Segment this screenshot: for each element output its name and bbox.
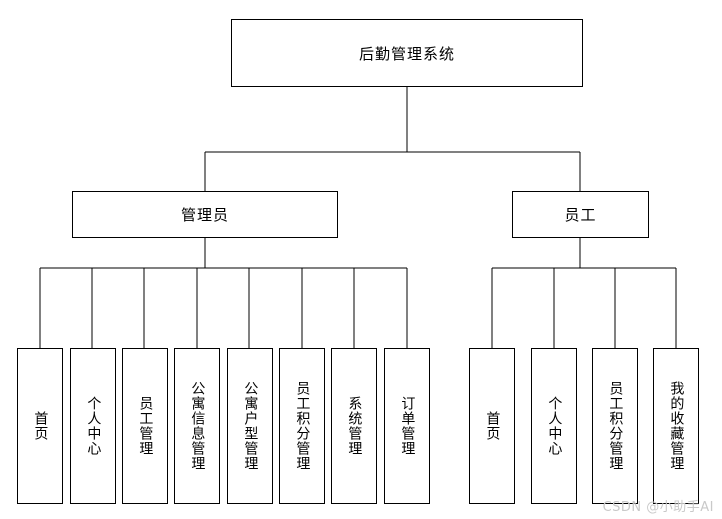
watermark: CSDN @小助手AI (602, 500, 714, 515)
leaf-admin-8: 订单管理 (384, 348, 430, 504)
leaf-staff-3: 员工积分管理 (592, 348, 638, 504)
leaf-admin-8-label: 订单管理 (399, 396, 416, 456)
node-root-label: 后勤管理系统 (358, 44, 455, 63)
leaf-admin-5-label: 公寓户型管理 (242, 381, 259, 471)
leaf-staff-4-label: 我的收藏管理 (668, 381, 685, 471)
leaf-admin-3-label: 员工管理 (137, 396, 154, 456)
leaf-staff-3-label: 员工积分管理 (607, 381, 624, 471)
leaf-admin-1-label: 首页 (32, 411, 49, 441)
leaf-staff-4: 我的收藏管理 (653, 348, 699, 504)
node-branch-staff-label: 员工 (564, 206, 597, 224)
node-branch-staff: 员工 (512, 191, 649, 238)
leaf-admin-3: 员工管理 (122, 348, 168, 504)
leaf-admin-5: 公寓户型管理 (227, 348, 273, 504)
node-branch-admin-label: 管理员 (180, 206, 229, 224)
leaf-staff-2-label: 个人中心 (546, 396, 563, 456)
leaf-admin-6-label: 员工积分管理 (294, 381, 311, 471)
node-branch-admin: 管理员 (72, 191, 338, 238)
leaf-admin-2: 个人中心 (70, 348, 116, 504)
leaf-staff-1-label: 首页 (484, 411, 501, 441)
leaf-admin-7-label: 系统管理 (346, 396, 363, 456)
leaf-admin-1: 首页 (17, 348, 63, 504)
node-root: 后勤管理系统 (231, 19, 583, 87)
leaf-admin-7: 系统管理 (331, 348, 377, 504)
leaf-admin-6: 员工积分管理 (279, 348, 325, 504)
leaf-admin-2-label: 个人中心 (85, 396, 102, 456)
leaf-staff-2: 个人中心 (531, 348, 577, 504)
leaf-staff-1: 首页 (469, 348, 515, 504)
leaf-admin-4: 公寓信息管理 (174, 348, 220, 504)
leaf-admin-4-label: 公寓信息管理 (189, 381, 206, 471)
